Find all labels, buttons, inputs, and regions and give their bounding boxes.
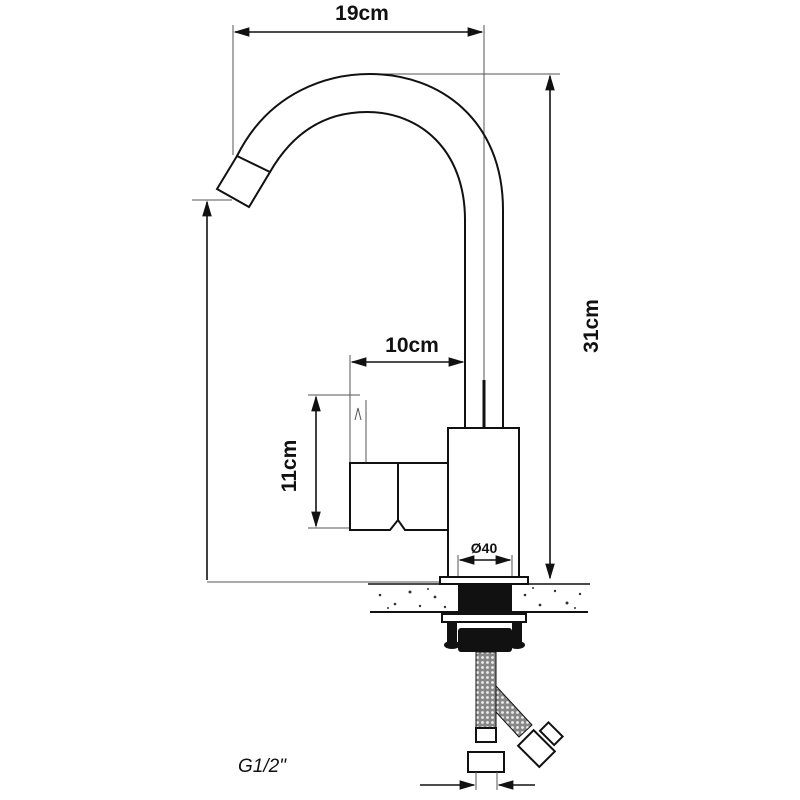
dimension-diameter: Ø40 — [457, 540, 513, 584]
base-plate — [439, 576, 529, 585]
dimension-31cm: 31cm — [370, 73, 603, 580]
mounting-nut — [441, 613, 527, 652]
dimension-19cm: 19cm — [232, 2, 485, 425]
spout — [215, 72, 504, 428]
dimension-11cm: 11cm — [278, 394, 360, 529]
spout-aerator — [215, 154, 272, 209]
dimension-connection: G1/2" — [238, 756, 535, 790]
dimension-label-10cm: 10cm — [385, 334, 439, 357]
dimension-label-19cm: 19cm — [335, 2, 389, 25]
countertop — [368, 583, 590, 613]
faucet-body — [447, 427, 520, 579]
supply-hoses — [467, 651, 565, 790]
dimension-label-connection: G1/2" — [238, 756, 287, 777]
dimension-label-31cm: 31cm — [580, 299, 603, 353]
dimension-outlet-height — [192, 199, 440, 583]
dimension-label-11cm: 11cm — [278, 440, 301, 493]
dimension-label-diameter: Ø40 — [471, 540, 498, 556]
